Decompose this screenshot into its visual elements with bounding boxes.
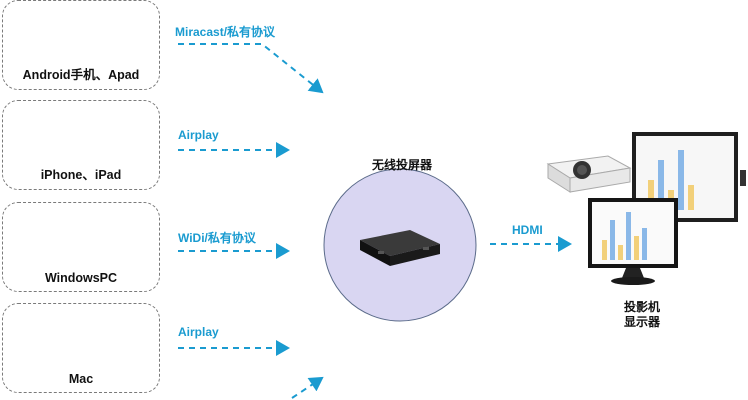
source-box-ios: iPhone、iPad	[2, 100, 160, 190]
output-label-line1: 投影机	[623, 300, 660, 314]
source-label-windows: WindowsPC	[44, 271, 118, 285]
protocol-label-widi: WiDi/私有协议	[178, 231, 256, 245]
output-label: 投影机 显示器	[612, 300, 672, 330]
arrow-miracast	[178, 43, 324, 94]
source-label-android: Android手机、Apad	[22, 68, 140, 82]
source-box-android: Android手机、Apad	[2, 0, 160, 90]
hdmi-label: HDMI	[512, 223, 543, 237]
source-box-windows: WindowsPC	[2, 202, 160, 292]
hub-title: 无线投屏器	[372, 158, 433, 172]
wireless-screen-box-icon	[360, 230, 440, 266]
output-label-line2: 显示器	[623, 315, 660, 329]
source-label-ios: iPhone、iPad	[40, 168, 122, 182]
protocol-label-miracast: Miracast/私有协议	[175, 25, 276, 39]
protocol-label-airplay-mac: Airplay	[178, 325, 219, 339]
source-box-mac: Mac	[2, 303, 160, 393]
source-label-mac: Mac	[68, 372, 94, 386]
projector-monitor-icon	[546, 132, 746, 285]
arrow-extra	[291, 376, 324, 399]
protocol-label-airplay-ios: Airplay	[178, 128, 219, 142]
